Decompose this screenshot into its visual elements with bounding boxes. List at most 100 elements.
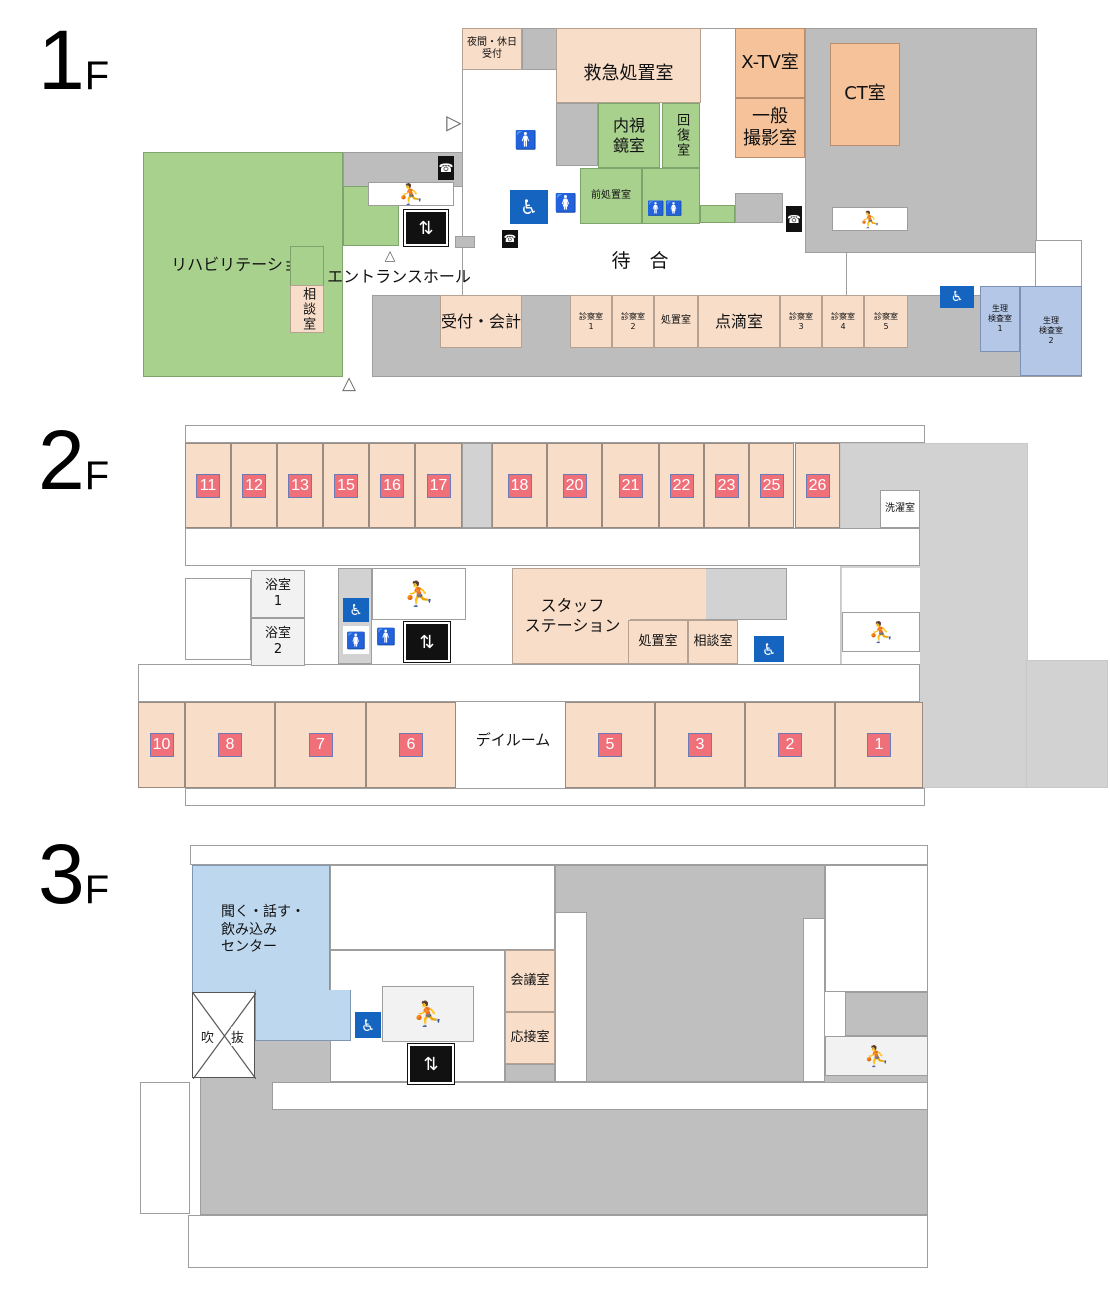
f1-endoscopy: 内視 鏡室 bbox=[598, 103, 660, 168]
f2-room-number: 20 bbox=[562, 473, 587, 498]
f3-stair-icon-right: ⛹ bbox=[825, 1036, 928, 1076]
f2-grey-mid bbox=[462, 443, 492, 528]
f2-room-12: 12 bbox=[231, 443, 277, 528]
f3-outline-left bbox=[140, 1082, 190, 1214]
f1-drip: 点滴室 bbox=[698, 295, 780, 348]
f2-room-11: 11 bbox=[185, 443, 231, 528]
f3-fukinuke-label-a: 吹 bbox=[201, 1027, 215, 1046]
f1-exam2: 診察室 2 bbox=[612, 295, 654, 348]
f2-room-number: 5 bbox=[598, 733, 622, 757]
f1-elevator-icon: ⇅ bbox=[403, 209, 449, 247]
f2-room-7: 7 bbox=[275, 702, 366, 788]
f2-room-number: 13 bbox=[288, 473, 312, 498]
f1-xtv: X-TV室 bbox=[735, 28, 805, 98]
f3-grey-small bbox=[505, 1064, 555, 1082]
f1-exam5: 診察室 5 bbox=[864, 295, 908, 348]
f1-grey-small6 bbox=[455, 236, 475, 248]
f2-woman-icon: 🚺 bbox=[343, 626, 369, 654]
f2-room-25: 25 bbox=[749, 443, 794, 528]
f3-elevator-icon: ⇅ bbox=[407, 1043, 455, 1085]
f2-room-number: 2 bbox=[778, 733, 802, 757]
f1-physio1: 生理 検査室 1 bbox=[980, 286, 1020, 352]
f1-man-icon: 🚹 bbox=[514, 129, 538, 151]
f2-room-number: 8 bbox=[218, 733, 242, 757]
f1-treatment: 処置室 bbox=[654, 295, 698, 348]
f2-room-20: 20 bbox=[547, 443, 602, 528]
f1-stair-icon-right: ⛹ bbox=[832, 207, 908, 231]
f1-ct: CT室 bbox=[830, 43, 900, 146]
floor-label-1f: 1F bbox=[38, 13, 110, 107]
f1-reception: 受付・会計 bbox=[440, 295, 522, 348]
f1-emergency: 救急処置室 bbox=[556, 28, 701, 103]
f2-room-number: 18 bbox=[507, 473, 532, 498]
f3-white-col bbox=[555, 912, 587, 1082]
f2-outline-top bbox=[185, 425, 925, 443]
f2-room-15: 15 bbox=[323, 443, 369, 528]
f2-room-number: 10 bbox=[149, 733, 174, 757]
f2-wheelchair-icon: ♿ bbox=[343, 598, 369, 622]
f2-room-3: 3 bbox=[655, 702, 745, 788]
f1-wc-green bbox=[642, 168, 700, 224]
f2-room-21: 21 bbox=[602, 443, 659, 528]
f2-bath2: 浴室 2 bbox=[251, 618, 305, 666]
f2-room-number: 16 bbox=[380, 473, 404, 498]
f3-white-right bbox=[825, 865, 928, 992]
f3-corridor bbox=[272, 1082, 928, 1110]
f1-phone-icon-3: ☎ bbox=[786, 206, 802, 232]
f1-entrance-arrow-bottom-icon: △ bbox=[342, 372, 356, 394]
f2-consult: 相談室 bbox=[688, 620, 738, 664]
f1-wc-icon-b: 🚺 bbox=[665, 201, 683, 217]
f2-room-18: 18 bbox=[492, 443, 547, 528]
floor-label-2f: 2F bbox=[38, 413, 110, 507]
floor1-plan: リハビリテーション 相談室 夜間・休日 受付 救急処置室 X-TV室 一般 撮影… bbox=[0, 0, 1110, 400]
f2-room-6: 6 bbox=[366, 702, 456, 788]
f2-room-number: 21 bbox=[618, 473, 643, 498]
f2-room-2: 2 bbox=[745, 702, 835, 788]
f2-room-number: 6 bbox=[399, 733, 423, 757]
f2-treatment: 処置室 bbox=[628, 620, 688, 664]
f1-entrance-arrow-icon: △ bbox=[384, 248, 396, 264]
f2-room-number: 1 bbox=[867, 733, 891, 757]
f1-pre-treatment: 前処置室 bbox=[580, 168, 642, 224]
f2-room-8: 8 bbox=[185, 702, 275, 788]
f3-grey-top bbox=[555, 865, 825, 1082]
f2-room-13: 13 bbox=[277, 443, 323, 528]
f1-phone-icon: ☎ bbox=[438, 156, 454, 180]
f1-grey-small5 bbox=[735, 193, 783, 223]
f2-corridor-bottom bbox=[138, 664, 920, 702]
f1-physio2: 生理 検査室 2 bbox=[1020, 286, 1082, 376]
f3-white-mid bbox=[330, 950, 505, 1082]
f1-exam3: 診察室 3 bbox=[780, 295, 822, 348]
f2-room-number: 22 bbox=[669, 473, 694, 498]
f2-escalator-icon: ⛹ bbox=[372, 568, 466, 620]
f1-entrance-hall: エントランスホール bbox=[327, 267, 471, 286]
f2-staff-station-ext bbox=[630, 568, 706, 620]
f2-white-left bbox=[185, 578, 251, 660]
f1-exam1: 診察室 1 bbox=[570, 295, 612, 348]
f2-grey-rightmost bbox=[1026, 660, 1108, 788]
f2-room-number: 3 bbox=[688, 733, 712, 757]
f1-green-strip bbox=[700, 205, 735, 223]
f2-staff-station: スタッフ ステーション bbox=[512, 568, 632, 664]
f2-grey-left bbox=[338, 568, 372, 664]
f3-outline-bottom bbox=[188, 1215, 928, 1268]
f1-consult: 相談室 bbox=[290, 285, 324, 333]
f2-stair-icon-right: ⛹ bbox=[842, 612, 920, 652]
f3-grey-right bbox=[845, 992, 928, 1036]
f3-white-col2 bbox=[803, 918, 825, 1082]
f1-exam4: 診察室 4 bbox=[822, 295, 864, 348]
f2-room-number: 26 bbox=[805, 473, 830, 498]
f2-room-number: 15 bbox=[334, 473, 358, 498]
f1-ippan: 一般 撮影室 bbox=[735, 98, 805, 158]
f1-phone-icon-2: ☎ bbox=[502, 230, 518, 248]
f2-room-23: 23 bbox=[704, 443, 749, 528]
f2-elevator-icon: ⇅ bbox=[403, 621, 451, 663]
f1-waiting: 待 合 bbox=[611, 250, 669, 273]
f2-room-number: 25 bbox=[759, 473, 784, 498]
f2-room-17: 17 bbox=[415, 443, 462, 528]
f1-escalator-icon: ⛹ bbox=[368, 182, 454, 206]
f3-white-top bbox=[330, 865, 555, 950]
f3-meeting: 会議室 bbox=[505, 950, 555, 1012]
floor-label-3f: 3F bbox=[38, 827, 110, 921]
f2-room-16: 16 bbox=[369, 443, 415, 528]
